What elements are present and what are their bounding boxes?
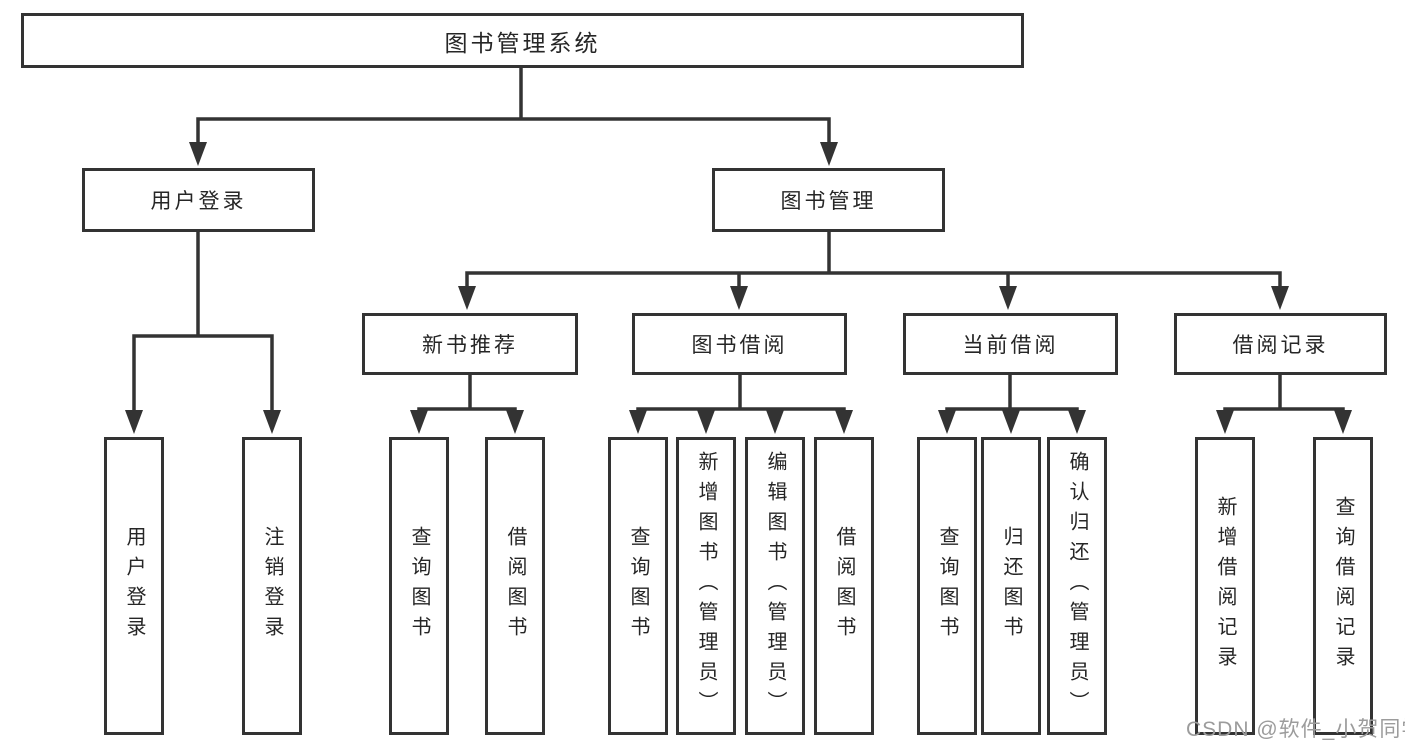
branch-user-login: 用户登录 [82,168,315,232]
node-book-borrow: 图书借阅 [632,313,847,375]
leaf-rec-query-book: 查询图书 [389,437,449,735]
leaf-borrow-borrow-book-label: 借阅图书 [833,526,855,646]
root-node-label: 图书管理系统 [444,29,601,56]
leaf-borrow-query-book-label: 查询图书 [627,526,649,646]
leaf-borrow-edit-book-admin: 编辑图书（管理员） [745,437,805,735]
watermark: CSDN @软件_小贺同学 [1186,718,1405,741]
leaf-user-login: 用户登录 [104,437,164,735]
leaf-records-query-record: 查询借阅记录 [1313,437,1373,735]
leaf-user-login-label: 用户登录 [123,526,145,646]
leaf-rec-borrow-book-label: 借阅图书 [504,526,526,646]
leaf-borrow-add-book-admin-label: 新增图书（管理员） [695,451,717,721]
leaf-current-return-book-label: 归还图书 [1000,526,1022,646]
branch-user-login-label: 用户登录 [150,190,247,213]
leaf-logout: 注销登录 [242,437,302,735]
leaf-borrow-query-book: 查询图书 [608,437,668,735]
leaf-current-confirm-return-admin: 确认归还（管理员） [1047,437,1107,735]
leaf-rec-borrow-book: 借阅图书 [485,437,545,735]
leaf-borrow-edit-book-admin-label: 编辑图书（管理员） [764,451,786,721]
leaf-rec-query-book-label: 查询图书 [408,526,430,646]
leaf-records-query-record-label: 查询借阅记录 [1332,496,1354,676]
leaf-borrow-add-book-admin: 新增图书（管理员） [676,437,736,735]
leaf-current-query-book-label: 查询图书 [936,526,958,646]
connector-arrowheads [125,142,1352,434]
leaf-logout-label: 注销登录 [261,526,283,646]
branch-book-management-label: 图书管理 [780,190,877,213]
leaf-current-query-book: 查询图书 [917,437,977,735]
node-new-book-recommend: 新书推荐 [362,313,578,375]
node-borrow-records: 借阅记录 [1174,313,1387,375]
root-node-library-system: 图书管理系统 [21,13,1024,68]
leaf-current-confirm-return-admin-label: 确认归还（管理员） [1066,451,1088,721]
node-current-borrow-label: 当前借阅 [962,334,1059,357]
leaf-current-return-book: 归还图书 [981,437,1041,735]
leaf-borrow-borrow-book: 借阅图书 [814,437,874,735]
node-current-borrow: 当前借阅 [903,313,1118,375]
node-new-book-recommend-label: 新书推荐 [422,334,518,357]
branch-book-management: 图书管理 [712,168,945,232]
node-borrow-records-label: 借阅记录 [1232,334,1329,357]
leaf-records-add-record: 新增借阅记录 [1195,437,1255,735]
node-book-borrow-label: 图书借阅 [691,334,788,357]
leaf-records-add-record-label: 新增借阅记录 [1214,496,1236,676]
